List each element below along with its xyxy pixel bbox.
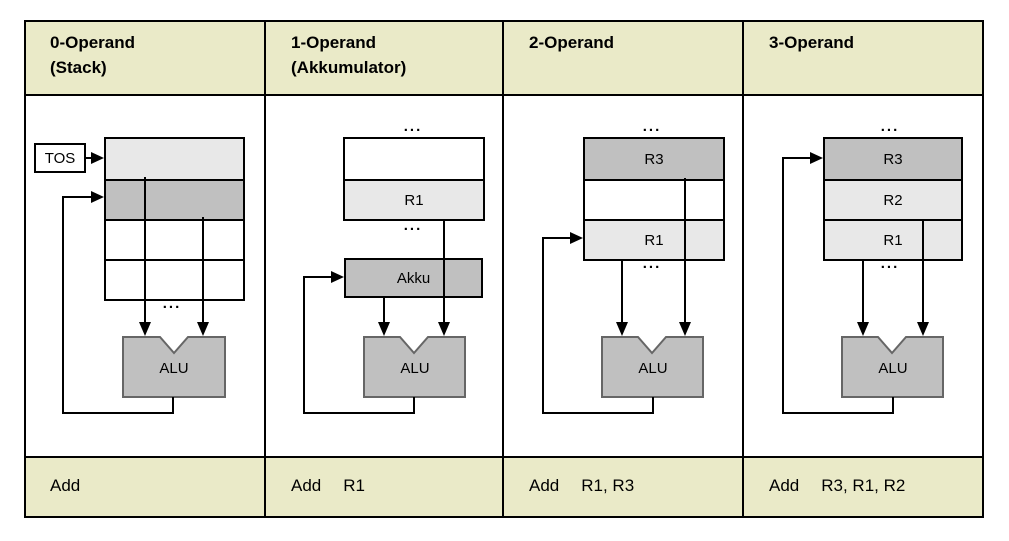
register-cell-r3: R3 bbox=[825, 139, 961, 179]
header-line: 2-Operand bbox=[529, 33, 615, 52]
header-3-operand: 3-Operand bbox=[769, 30, 979, 55]
operands: R3, R1, R2 bbox=[821, 476, 906, 495]
alu-label: ALU bbox=[878, 360, 908, 377]
register-cell bbox=[345, 139, 483, 179]
register-cell-r2: R2 bbox=[825, 179, 961, 219]
instruction-3-operand: Add R3, R1, R2 bbox=[769, 456, 994, 516]
ellipsis: ... bbox=[403, 118, 423, 135]
stack-cell-2nd bbox=[106, 179, 243, 219]
ellipsis: ... bbox=[880, 255, 900, 272]
mnemonic: Add bbox=[769, 476, 800, 495]
instruction-0-operand: Add bbox=[50, 456, 275, 516]
accumulator-label: Akku bbox=[396, 269, 431, 287]
alu-label: ALU bbox=[159, 360, 189, 377]
header-line: 3-Operand bbox=[769, 33, 855, 52]
accumulator-box: Akku bbox=[344, 258, 483, 298]
alu-label: ALU bbox=[638, 360, 668, 377]
ellipsis: ... bbox=[642, 118, 662, 135]
ellipsis: ... bbox=[403, 217, 423, 234]
operands: R1 bbox=[343, 476, 365, 495]
register-cell-r1: R1 bbox=[345, 179, 483, 219]
mnemonic: Add bbox=[50, 476, 81, 495]
stack-cell-top bbox=[106, 139, 243, 179]
instruction-1-operand: Add R1 bbox=[291, 456, 516, 516]
register-box-1op: R1 bbox=[343, 137, 485, 221]
header-line: (Stack) bbox=[50, 58, 107, 77]
ellipsis: ... bbox=[162, 295, 182, 312]
header-0-operand: 0-Operand (Stack) bbox=[50, 30, 260, 80]
alu-label: ALU bbox=[400, 360, 430, 377]
stack-cell-4th bbox=[106, 259, 243, 299]
register-box-2op: R3 R1 bbox=[583, 137, 725, 261]
header-line: (Akkumulator) bbox=[291, 58, 407, 77]
register-cell-r1: R1 bbox=[585, 219, 723, 259]
operands: R1, R3 bbox=[581, 476, 635, 495]
column-divider-2 bbox=[502, 22, 504, 516]
header-line: 1-Operand bbox=[291, 33, 377, 52]
stack-register-box bbox=[104, 137, 245, 301]
header-1-operand: 1-Operand (Akkumulator) bbox=[291, 30, 501, 80]
mnemonic: Add bbox=[291, 476, 322, 495]
register-box-3op: R3 R2 R1 bbox=[823, 137, 963, 261]
instruction-2-operand: Add R1, R3 bbox=[529, 456, 754, 516]
register-cell-r1: R1 bbox=[825, 219, 961, 259]
ellipsis: ... bbox=[880, 118, 900, 135]
mnemonic: Add bbox=[529, 476, 560, 495]
header-2-operand: 2-Operand bbox=[529, 30, 739, 55]
ellipsis: ... bbox=[642, 255, 662, 272]
footer-band bbox=[26, 456, 982, 516]
tos-label: TOS bbox=[44, 149, 76, 167]
header-line: 0-Operand bbox=[50, 33, 136, 52]
column-divider-1 bbox=[264, 22, 266, 516]
tos-box: TOS bbox=[34, 143, 86, 173]
register-cell-r3: R3 bbox=[585, 139, 723, 179]
header-band bbox=[26, 22, 982, 96]
stack-cell-3rd bbox=[106, 219, 243, 259]
column-divider-3 bbox=[742, 22, 744, 516]
register-cell bbox=[585, 179, 723, 219]
table-outline bbox=[24, 20, 984, 518]
